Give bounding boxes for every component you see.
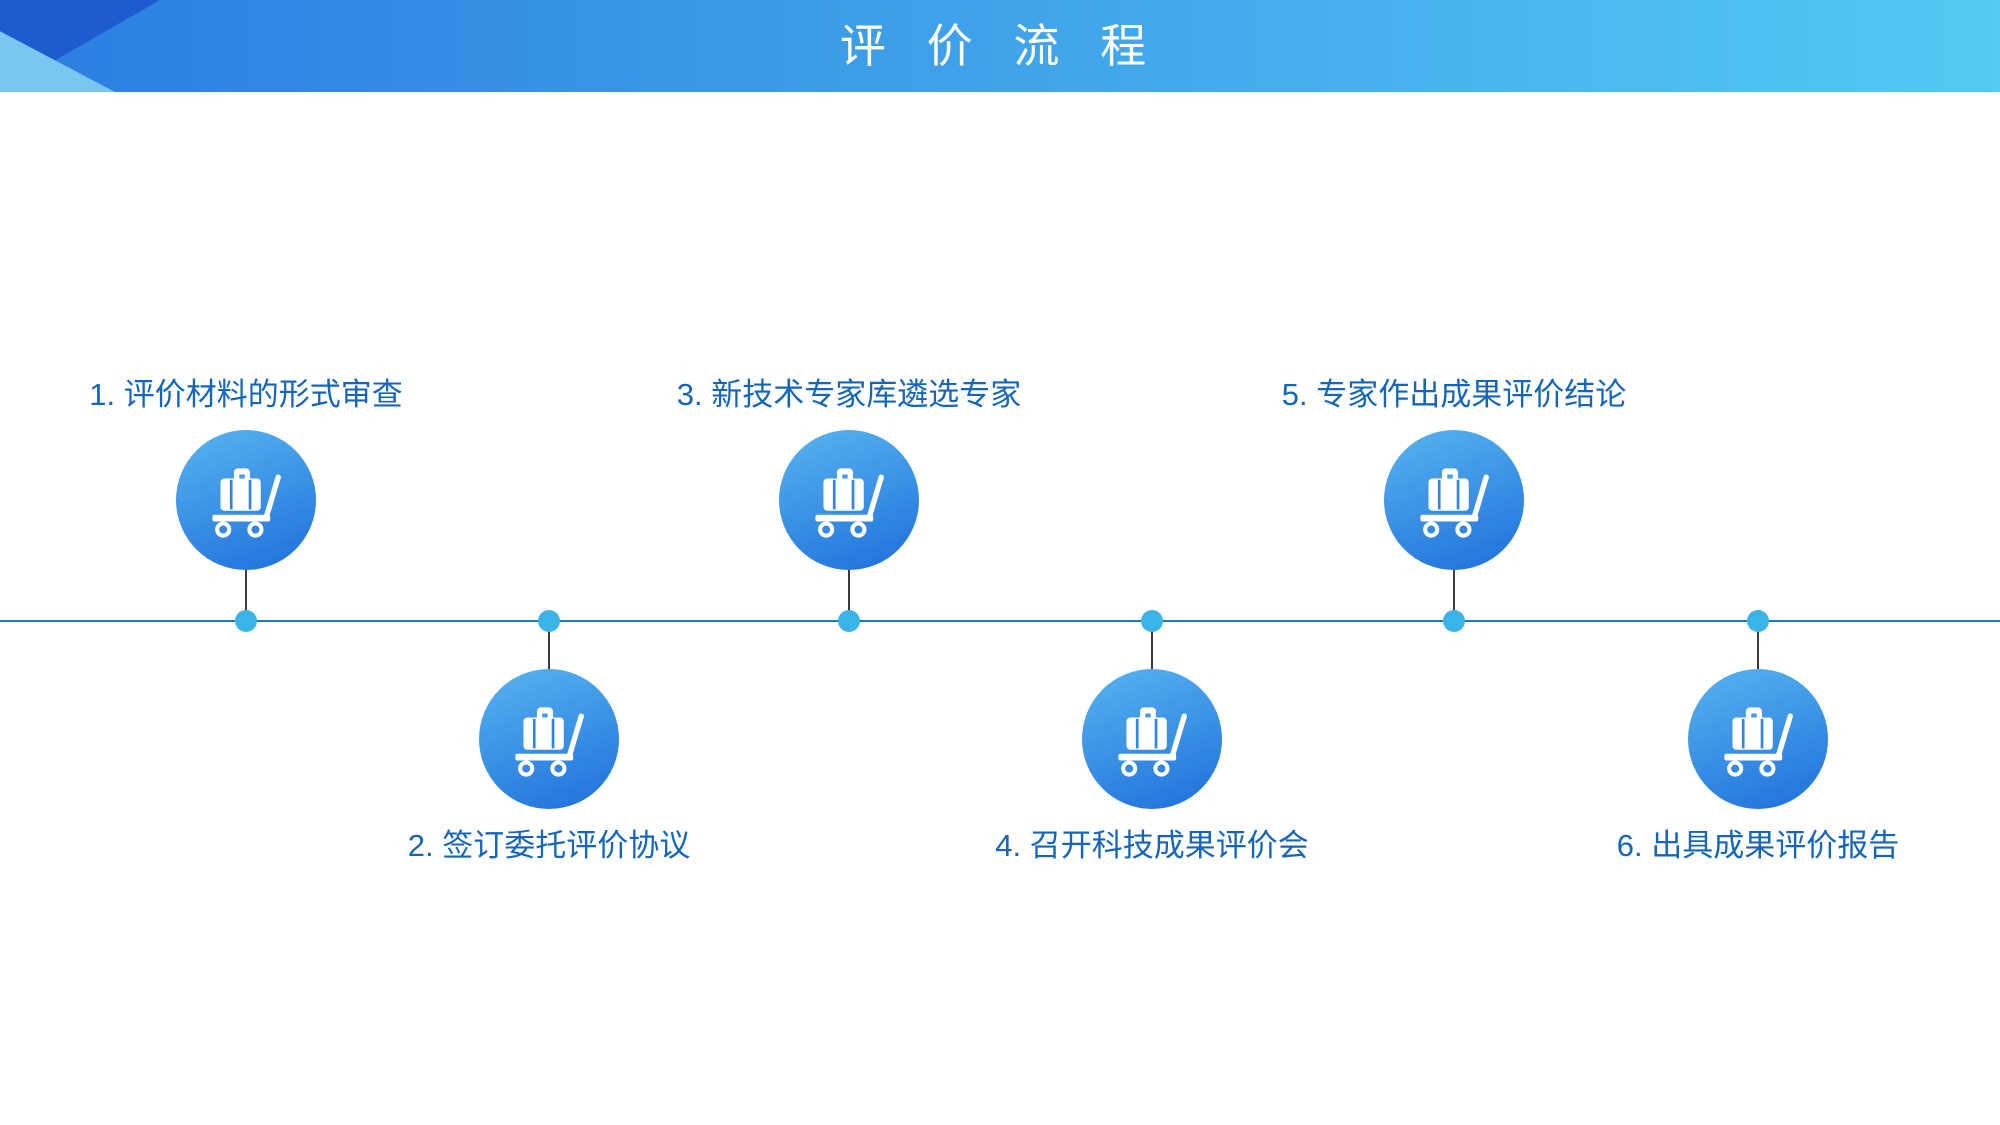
step-4-connector-line (1151, 621, 1153, 669)
luggage-cart-icon (1420, 468, 1489, 538)
step-6-label: 6. 出具成果评价报告 (1616, 828, 1900, 863)
page-title: 评 价 流 程 (839, 20, 1161, 72)
step-4-icon-circle (1082, 669, 1222, 809)
luggage-cart-icon (212, 468, 281, 538)
step-3-icon-circle (779, 430, 919, 570)
step-2-connector-line (548, 621, 550, 669)
step-6-connector-line (1757, 621, 1759, 669)
step-6-timeline-dot (1747, 610, 1769, 632)
step-3-timeline-dot (838, 610, 860, 632)
step-5-label: 5. 专家作出成果评价结论 (1281, 377, 1627, 412)
step-1-icon-circle (176, 430, 316, 570)
timeline-line (0, 620, 2000, 622)
luggage-cart-icon (1118, 707, 1187, 777)
step-6-icon-circle (1688, 669, 1828, 809)
step-1-label: 1. 评价材料的形式审查 (89, 377, 403, 412)
step-2-icon-circle (479, 669, 619, 809)
luggage-cart-icon (1724, 707, 1793, 777)
step-4-label: 4. 召开科技成果评价会 (995, 828, 1309, 863)
step-1-connector-line (245, 570, 247, 621)
header-bar: 评 价 流 程 (0, 0, 2000, 92)
luggage-cart-icon (815, 468, 884, 538)
step-3-label: 3. 新技术专家库遴选专家 (676, 377, 1022, 412)
step-3-connector-line (848, 570, 850, 621)
step-4-timeline-dot (1141, 610, 1163, 632)
step-2-timeline-dot (538, 610, 560, 632)
step-5-icon-circle (1384, 430, 1524, 570)
luggage-cart-icon (515, 707, 584, 777)
step-2-label: 2. 签订委托评价协议 (407, 828, 691, 863)
step-1-timeline-dot (235, 610, 257, 632)
step-5-timeline-dot (1443, 610, 1465, 632)
step-5-connector-line (1453, 570, 1455, 621)
